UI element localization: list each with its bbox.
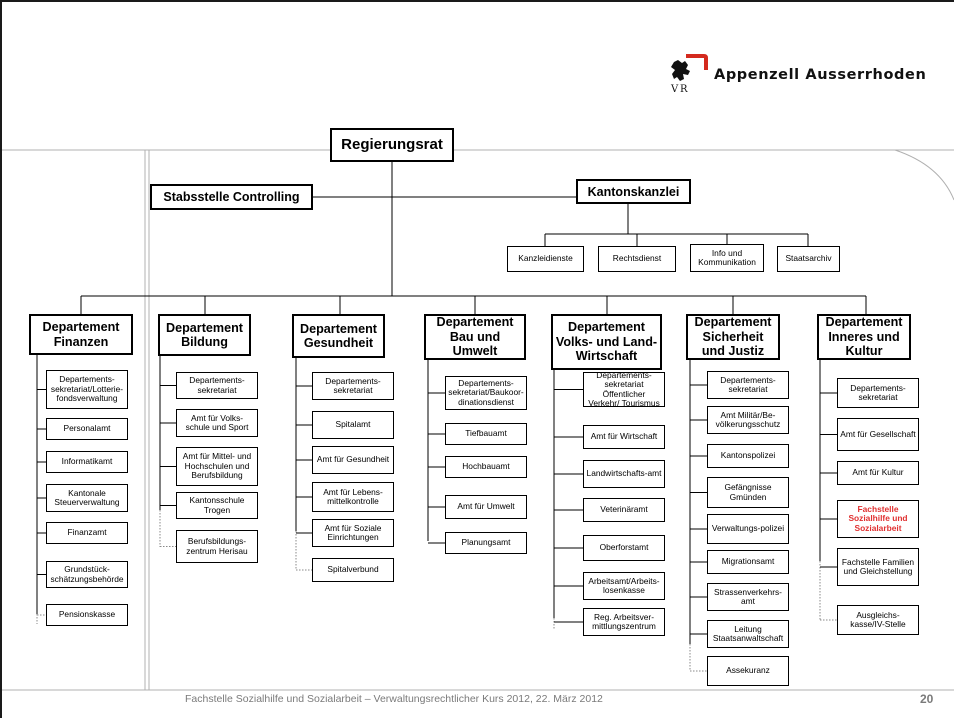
department-header: Departement Finanzen [29,314,133,355]
unit-box: Tiefbauamt [445,423,527,445]
unit-box: Berufsbildungs-zentrum Herisau [176,530,258,563]
unit-box: Reg. Arbeitsver-mittlungszentrum [583,608,665,636]
unit-box: Fachstelle Sozialhilfe und Sozialarbeit [837,500,919,538]
unit-box: Amt für Soziale Einrichtungen [312,519,394,547]
unit-box: Fachstelle Familien und Gleichstellung [837,548,919,586]
unit-box: Spitalverbund [312,558,394,582]
svg-text:R: R [680,84,688,95]
unit-box: Grundstück-schätzungsbehörde [46,561,128,588]
unit-box: Personalamt [46,418,128,440]
unit-box: Amt für Umwelt [445,495,527,519]
department-header: Departement Gesundheit [292,314,385,358]
unit-box: Strassenverkehrs-amt [707,583,789,611]
unit-box: Hochbauamt [445,456,527,478]
unit-box: Departements-sekretariat [707,371,789,399]
unit-box: Verwaltungs-polizei [707,514,789,544]
page-number: 20 [920,692,934,706]
unit-box: Ausgleichs-kasse/IV-Stelle [837,605,919,635]
kanzlei-unit: Rechtsdienst [598,246,676,272]
unit-box: Amt für Lebens-mittelkontrolle [312,482,394,512]
department-header: Departement Bildung [158,314,251,356]
unit-box: Amt Militär/Be-völkerungsschutz [707,406,789,434]
unit-box: Amt für Wirtschaft [583,425,665,449]
unit-box: Arbeitsamt/Arbeits-losenkasse [583,572,665,600]
unit-box: Amt für Kultur [837,461,919,485]
org-name: Appenzell Ausserrhoden [714,67,927,83]
unit-box: Kantonsschule Trogen [176,492,258,519]
unit-box: Amt für Mittel- und Hochschulen und Beru… [176,447,258,486]
unit-box: Amt für Volks-schule und Sport [176,409,258,437]
kanzlei-unit: Staatsarchiv [777,246,840,272]
unit-box: Departements-sekretariat Öffentlicher Ve… [583,372,665,407]
unit-box: Spitalamt [312,411,394,439]
unit-box: Planungsamt [445,532,527,554]
unit-box: Finanzamt [46,522,128,544]
unit-box: Oberforstamt [583,535,665,561]
unit-box: Informatikamt [46,451,128,473]
kanzlei-box: Kantonskanzlei [576,179,691,204]
footer-text: Fachstelle Sozialhilfe und Sozialarbeit … [185,693,603,705]
unit-box: Assekuranz [707,656,789,686]
unit-box: Departements-sekretariat [312,372,394,400]
unit-box: Landwirtschafts-amt [583,460,665,488]
department-header: Departement Sicherheit und Justiz [686,314,780,360]
kanzlei-unit: Kanzleidienste [507,246,584,272]
unit-box: Leitung Staatsanwaltschaft [707,620,789,648]
kanzlei-unit: Info und Kommunikation [690,244,764,272]
unit-box: Departements-sekretariat/Baukoor-dinatio… [445,376,527,410]
unit-box: Departements-sekretariat/Lotterie-fondsv… [46,370,128,409]
unit-box: Migrationsamt [707,550,789,574]
unit-box: Gefängnisse Gmünden [707,477,789,508]
unit-box: Departements-sekretariat [176,372,258,399]
unit-box: Departements-sekretariat [837,378,919,408]
unit-box: Amt für Gesellschaft [837,418,919,451]
department-header: Departement Inneres und Kultur [817,314,911,360]
regierungsrat-box: Regierungsrat [330,128,454,162]
unit-box: Kantonale Steuerverwaltung [46,484,128,512]
coat-of-arms-logo: V R [668,54,712,103]
unit-box: Veterinäramt [583,498,665,522]
unit-box: Kantonspolizei [707,444,789,468]
department-header: Departement Bau und Umwelt [424,314,526,360]
unit-box: Pensionskasse [46,604,128,626]
unit-box: Amt für Gesundheit [312,446,394,474]
svg-text:V: V [670,84,679,95]
department-header: Departement Volks- und Land-Wirtschaft [551,314,662,370]
stabsstelle-box: Stabsstelle Controlling [150,184,313,210]
